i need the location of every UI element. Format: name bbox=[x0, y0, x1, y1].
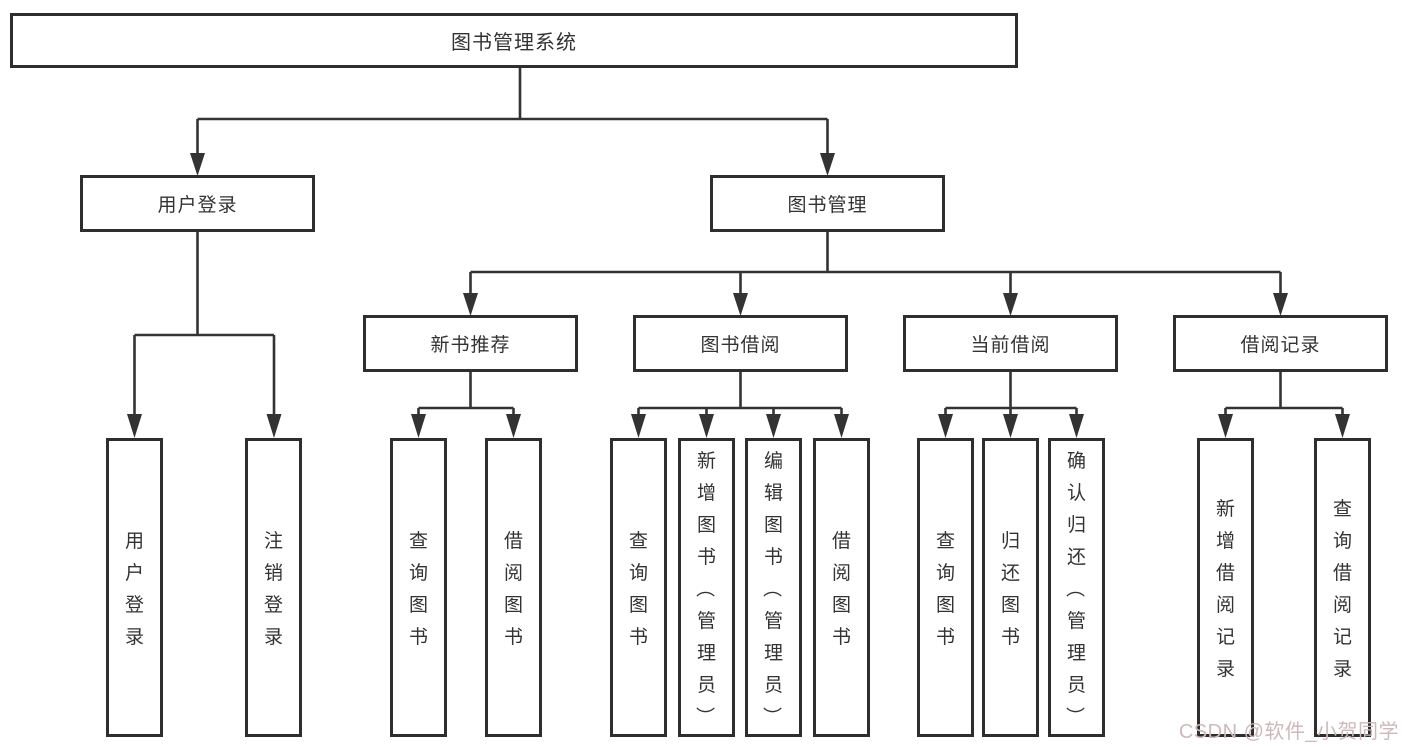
leaf-user-login: 用户登录 bbox=[106, 438, 163, 737]
node-borrowing-records: 借阅记录 bbox=[1173, 315, 1388, 372]
node-label: 图书管理系统 bbox=[451, 32, 577, 54]
node-book-management: 图书管理 bbox=[710, 175, 945, 232]
node-label: 借阅图书 bbox=[831, 531, 851, 648]
node-label: 查询借阅记录 bbox=[1332, 499, 1352, 680]
node-label: 新书推荐 bbox=[430, 335, 511, 356]
leaf-query-books-recommend: 查询图书 bbox=[390, 438, 447, 737]
leaf-borrow-books-recommend: 借阅图书 bbox=[485, 438, 542, 737]
node-label: 用户登录 bbox=[157, 195, 238, 216]
node-label: 用户登录 bbox=[124, 531, 144, 648]
leaf-add-book-admin: 新增图书（管理员） bbox=[678, 438, 735, 737]
node-label: 当前借阅 bbox=[970, 335, 1051, 356]
node-new-book-recommendation: 新书推荐 bbox=[363, 315, 578, 372]
node-current-borrowing: 当前借阅 bbox=[903, 315, 1118, 372]
leaf-query-books-current: 查询图书 bbox=[917, 438, 974, 737]
node-label: 新增图书（管理员） bbox=[693, 451, 716, 726]
node-label: 借阅记录 bbox=[1240, 335, 1321, 356]
node-label: 图书管理 bbox=[787, 195, 868, 216]
leaf-query-books-borrow: 查询图书 bbox=[610, 438, 667, 737]
node-label: 注销登录 bbox=[263, 531, 283, 648]
node-label: 确认归还（管理员） bbox=[1063, 451, 1086, 726]
watermark-csdn: CSDN @软件_小贺同学 bbox=[1178, 721, 1399, 743]
leaf-add-borrow-record: 新增借阅记录 bbox=[1197, 438, 1254, 737]
node-label: 借阅图书 bbox=[503, 531, 523, 648]
node-label: 图书借阅 bbox=[700, 335, 781, 356]
node-book-borrowing: 图书借阅 bbox=[633, 315, 848, 372]
leaf-confirm-return-admin: 确认归还（管理员） bbox=[1048, 438, 1105, 737]
node-label: 查询图书 bbox=[935, 531, 955, 648]
node-library-management-system: 图书管理系统 bbox=[10, 13, 1018, 68]
leaf-edit-book-admin: 编辑图书（管理员） bbox=[745, 438, 802, 737]
node-label: 查询图书 bbox=[628, 531, 648, 648]
leaf-borrow-books-borrow: 借阅图书 bbox=[813, 438, 870, 737]
leaf-return-books: 归还图书 bbox=[982, 438, 1039, 737]
node-label: 新增借阅记录 bbox=[1215, 499, 1235, 680]
leaf-query-borrow-record: 查询借阅记录 bbox=[1314, 438, 1371, 737]
node-user-login: 用户登录 bbox=[80, 175, 315, 232]
leaf-logout: 注销登录 bbox=[245, 438, 302, 737]
node-label: 编辑图书（管理员） bbox=[760, 451, 783, 726]
node-label: 查询图书 bbox=[408, 531, 428, 648]
node-label: 归还图书 bbox=[1000, 531, 1020, 648]
